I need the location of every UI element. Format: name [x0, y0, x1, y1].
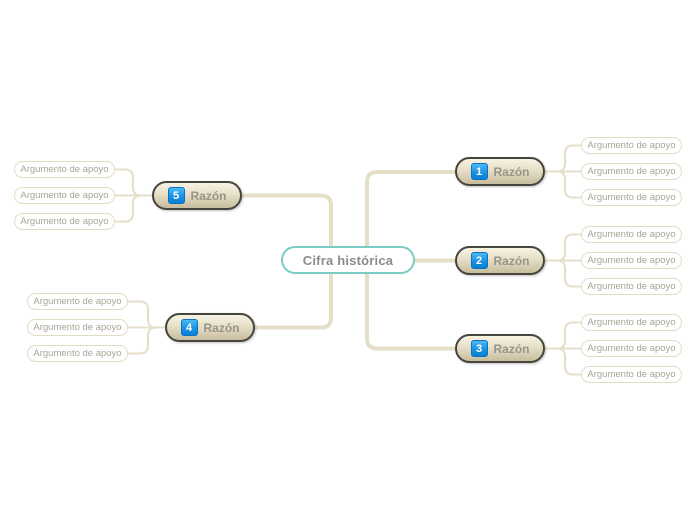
- argument-node[interactable]: Argumento de apoyo: [581, 252, 682, 269]
- argument-node[interactable]: Argumento de apoyo: [581, 137, 682, 154]
- branch-node-razon-3[interactable]: 3 Razón: [455, 334, 545, 363]
- argument-node[interactable]: Argumento de apoyo: [27, 293, 128, 310]
- branch-label: Razón: [203, 320, 240, 335]
- argument-node[interactable]: Argumento de apoyo: [14, 213, 115, 230]
- link-razon4-arg3: [127, 326, 166, 355]
- branch-node-razon-5[interactable]: 5 Razón: [152, 181, 242, 210]
- branch-label: Razón: [493, 164, 530, 179]
- argument-node[interactable]: Argumento de apoyo: [14, 187, 115, 204]
- branch-node-razon-4[interactable]: 4 Razón: [165, 313, 255, 342]
- branch-number-badge: 4: [180, 319, 198, 336]
- argument-node[interactable]: Argumento de apoyo: [27, 345, 128, 362]
- argument-node[interactable]: Argumento de apoyo: [581, 340, 682, 357]
- central-topic-node[interactable]: Cifra histórica: [281, 246, 415, 274]
- link-razon3-arg3: [544, 347, 582, 376]
- branch-number-badge: 3: [470, 340, 488, 357]
- branch-label: Razón: [493, 253, 530, 268]
- argument-node[interactable]: Argumento de apoyo: [581, 163, 682, 180]
- link-razon1-arg3: [544, 170, 582, 199]
- link-razon2-arg1: [544, 233, 582, 262]
- branch-number-badge: 5: [167, 187, 185, 204]
- branch-label: Razón: [190, 188, 227, 203]
- branch-number-badge: 1: [470, 163, 488, 180]
- link-razon5-arg3: [114, 194, 153, 223]
- branch-number-badge: 2: [470, 252, 488, 269]
- argument-node[interactable]: Argumento de apoyo: [581, 226, 682, 243]
- branch-label: Razón: [493, 341, 530, 356]
- argument-node[interactable]: Argumento de apoyo: [581, 278, 682, 295]
- link-razon2-arg3: [544, 259, 582, 288]
- link-razon4-arg1: [127, 300, 166, 329]
- argument-node[interactable]: Argumento de apoyo: [581, 366, 682, 383]
- argument-node[interactable]: Argumento de apoyo: [14, 161, 115, 178]
- argument-node[interactable]: Argumento de apoyo: [581, 314, 682, 331]
- link-razon5-arg1: [114, 168, 153, 197]
- argument-node[interactable]: Argumento de apoyo: [581, 189, 682, 206]
- branch-node-razon-1[interactable]: 1 Razón: [455, 157, 545, 186]
- argument-node[interactable]: Argumento de apoyo: [27, 319, 128, 336]
- link-razon1-arg1: [544, 144, 582, 173]
- link-razon3-arg1: [544, 321, 582, 350]
- branch-node-razon-2[interactable]: 2 Razón: [455, 246, 545, 275]
